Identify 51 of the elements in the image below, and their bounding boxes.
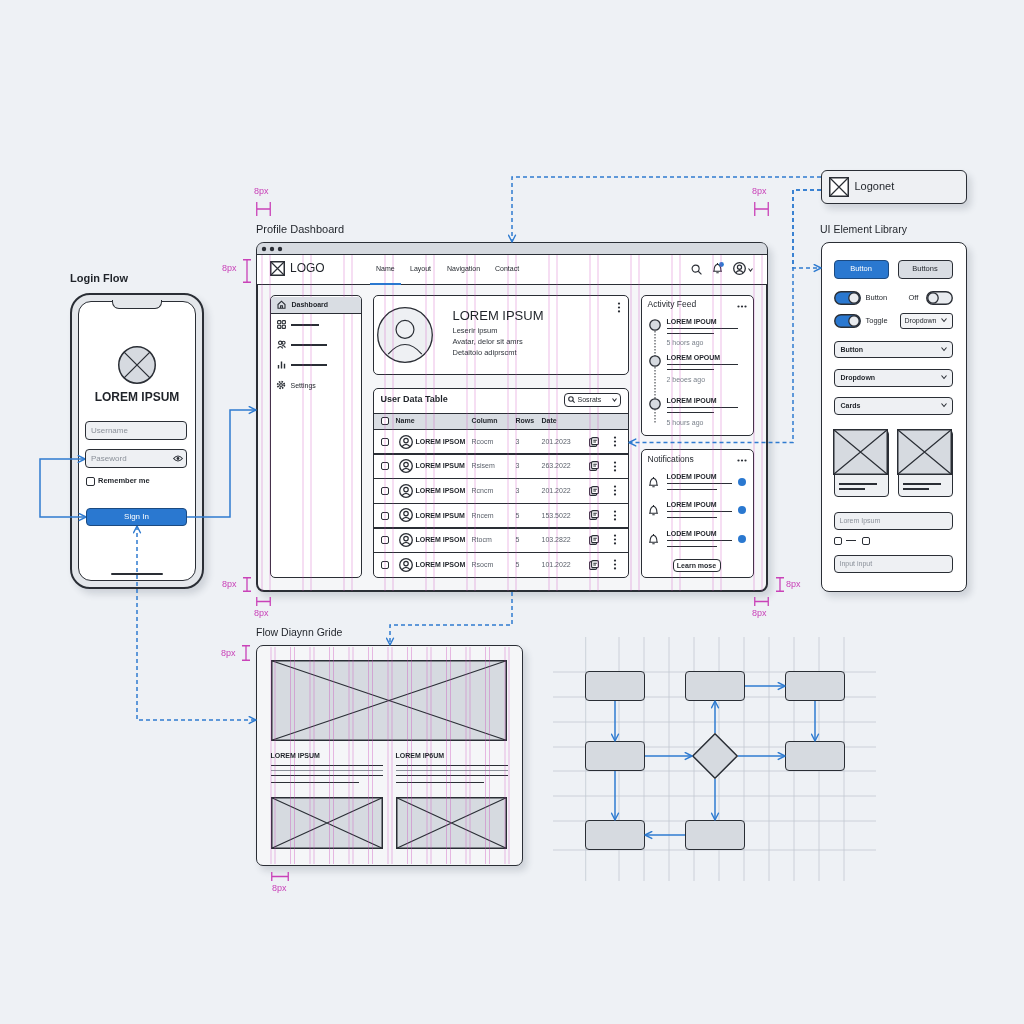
- card-title: Activity Feed: [647, 299, 697, 310]
- process-box: [585, 671, 645, 701]
- panel-title: Login Flow: [70, 272, 129, 285]
- dashed-arrow: [132, 525, 257, 725]
- dimension-label: 8px: [752, 608, 767, 619]
- arrow: [610, 770, 620, 821]
- input-field: Paseword: [85, 449, 187, 468]
- data-table-card: [373, 388, 629, 578]
- dimension-label: 8px: [254, 608, 269, 619]
- arrow: [710, 700, 720, 734]
- activity-feed-card: [641, 295, 754, 436]
- dashed-arrow: [507, 176, 822, 243]
- process-box: [585, 820, 645, 850]
- arrow: [644, 751, 693, 761]
- dimension-label: 8px: [221, 648, 236, 659]
- input-field: Username: [85, 421, 187, 440]
- process-box: [785, 741, 845, 771]
- header-title: LOGO: [290, 262, 325, 276]
- sidebar-panel: [270, 295, 362, 578]
- app-title: LOREM IPSUM: [93, 391, 181, 405]
- process-box: [685, 671, 745, 701]
- panel-title: Profile Dashboard: [256, 223, 345, 236]
- arrow: [39, 454, 87, 522]
- card-heading: LOREM IPSUM: [452, 308, 544, 324]
- card-title: User Data Table: [380, 393, 448, 404]
- primary-button: Sign In: [86, 508, 187, 526]
- arrow: [810, 700, 820, 742]
- placeholder-card: [821, 170, 967, 204]
- panel-title: UI Element Library: [820, 223, 907, 236]
- arrow: [610, 700, 620, 742]
- dimension-label: 8px: [752, 186, 767, 197]
- panel-title: Flow Diaynn Gride: [256, 626, 343, 639]
- dimension-label: 8px: [254, 186, 269, 197]
- dimension-label: 8px: [222, 263, 237, 274]
- arrow: [186, 405, 257, 518]
- notifications-card: [641, 449, 754, 578]
- arrow: [744, 681, 786, 691]
- dimension-label: 8px: [272, 883, 287, 894]
- arrow: [644, 830, 686, 840]
- card-title: Notifications: [647, 454, 694, 465]
- dimension-label: 8px: [222, 579, 237, 590]
- process-box: [685, 820, 745, 850]
- profile-card: [373, 295, 629, 375]
- arrow: [710, 778, 720, 821]
- card-title: Logonet: [854, 179, 895, 193]
- dashed-arrow: [628, 189, 822, 447]
- dashed-arrow: [385, 591, 513, 646]
- arrow: [737, 751, 786, 761]
- dimension-label: 8px: [786, 579, 801, 590]
- process-box: [785, 671, 845, 701]
- process-box: [585, 741, 645, 771]
